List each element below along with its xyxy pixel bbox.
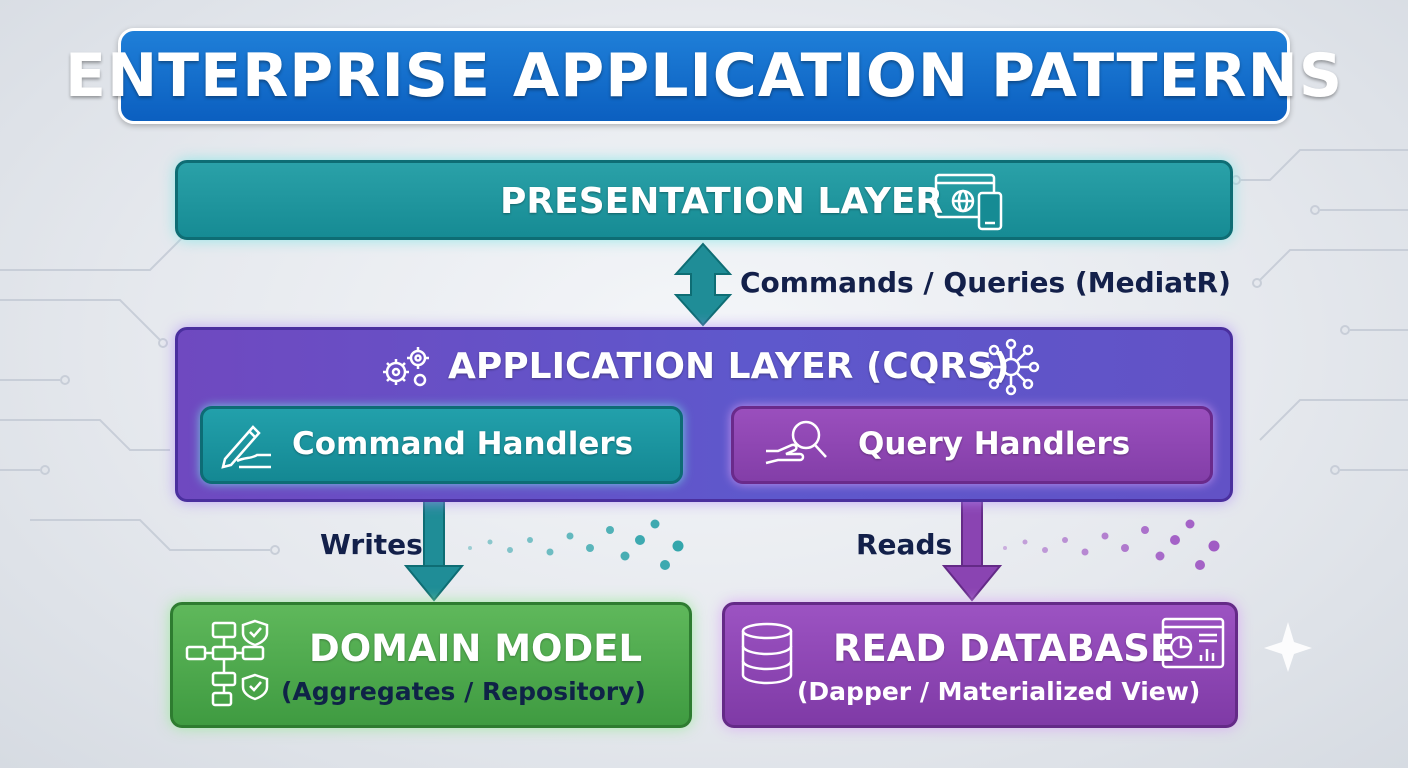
- aggregate-graph-shield-icon: [185, 619, 269, 707]
- presentation-layer: PRESENTATION LAYER: [175, 160, 1233, 240]
- query-handlers-label: Query Handlers: [858, 426, 1131, 462]
- dashboard-chart-icon: [1161, 617, 1225, 669]
- pen-hand-icon: [221, 425, 271, 469]
- application-layer: APPLICATION LAYER (CQRS) Command Handler…: [175, 327, 1233, 502]
- application-layer-label: APPLICATION LAYER (CQRS): [448, 346, 1010, 387]
- page-title: ENTERPRISE APPLICATION PATTERNS: [64, 41, 1344, 111]
- read-database-subtitle: (Dapper / Materialized View): [797, 677, 1201, 706]
- domain-model: DOMAIN MODEL (Aggregates / Repository): [170, 602, 692, 728]
- query-handlers: Query Handlers: [731, 406, 1213, 484]
- domain-model-title: DOMAIN MODEL: [309, 627, 643, 670]
- presentation-layer-label: PRESENTATION LAYER: [500, 181, 944, 222]
- web-and-mobile-icon: [934, 173, 1003, 231]
- commands-queries-label: Commands / Queries (MediatR): [740, 266, 1231, 299]
- sparkle-icon: [1264, 622, 1312, 672]
- command-handlers-label: Command Handlers: [292, 426, 634, 462]
- title-banner: ENTERPRISE APPLICATION PATTERNS: [65, 28, 1342, 124]
- network-hub-icon: [982, 338, 1040, 396]
- domain-model-subtitle: (Aggregates / Repository): [281, 677, 646, 706]
- writes-label: Writes: [320, 528, 423, 561]
- reads-particles: [1003, 519, 1220, 570]
- read-database-title: READ DATABASE: [833, 627, 1176, 670]
- writes-particles: [468, 519, 684, 570]
- read-database: READ DATABASE (Dapper / Materialized Vie…: [722, 602, 1238, 728]
- magnifier-hand-icon: [765, 420, 827, 465]
- gears-icon: [383, 347, 429, 387]
- reads-arrow: [941, 487, 1003, 602]
- double-arrow-icon: [673, 242, 733, 327]
- command-handlers: Command Handlers: [200, 406, 683, 484]
- reads-label: Reads: [856, 528, 953, 561]
- database-icon: [741, 622, 793, 685]
